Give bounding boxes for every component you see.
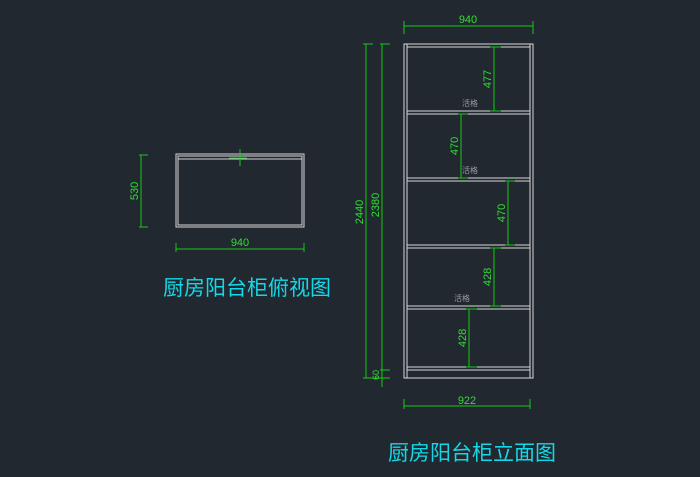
compartment-dim: 477 [482,70,494,88]
body-height-label: 2380 [370,193,382,217]
elevation-title: 厨房阳台柜立面图 [388,441,556,465]
compartment-dimensions: 477 470 470 428 428 [449,46,515,368]
total-height-label: 2440 [354,200,366,224]
elevation-view: 活格 活格 活格 477 470 470 428 428 940 922 [354,14,556,465]
width-dimension: 940 [175,237,305,252]
compartment-dim: 470 [496,204,508,222]
plinth-height-label: 60 [371,370,381,380]
depth-dimension: 530 [129,154,148,228]
compartment-dim: 470 [449,137,461,155]
bottom-width-dimension: 922 [403,395,531,409]
top-view-title: 厨房阳台柜俯视图 [163,276,331,300]
width-dim-label: 940 [231,237,249,249]
shelf-label: 活格 [454,293,470,303]
depth-dim-label: 530 [129,182,141,200]
shelf-label: 活格 [462,165,478,175]
top-view: 530 940 厨房阳台柜俯视图 [129,149,331,300]
height-dimensions: 2440 2380 60 [354,43,390,387]
top-width-dimension: 940 [403,14,534,34]
center-mark [229,149,247,166]
compartment-dim: 428 [482,268,494,286]
bottom-width-label: 922 [458,395,476,407]
shelf-label: 活格 [462,98,478,108]
compartment-dim: 428 [457,329,469,347]
top-width-label: 940 [459,14,477,26]
